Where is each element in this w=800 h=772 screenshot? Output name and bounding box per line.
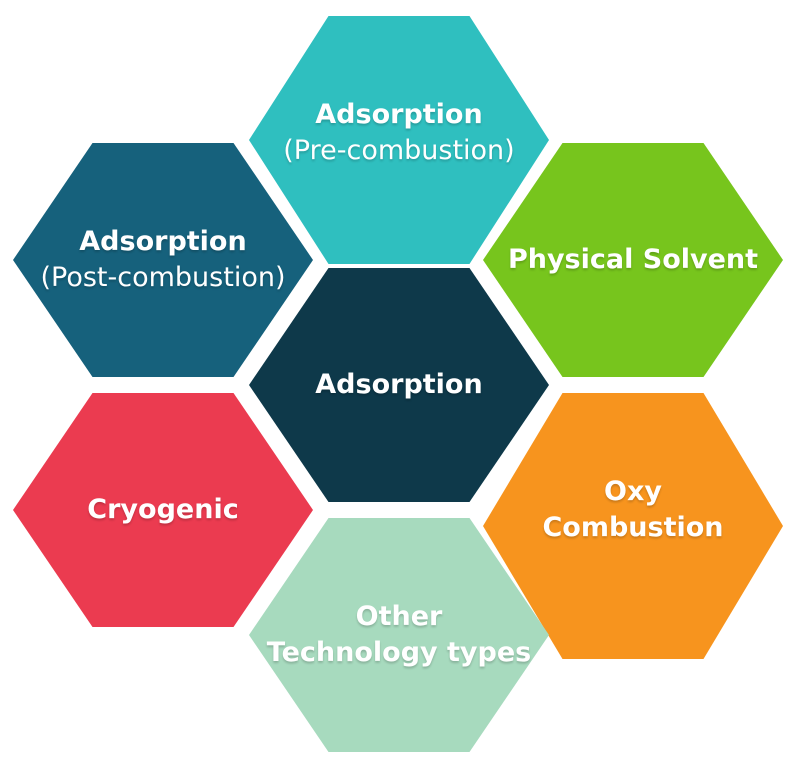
hexagon-subtitle: Combustion (542, 512, 724, 543)
hexagon-subtitle: (Pre-combustion) (283, 135, 515, 166)
hexagon-cryogenic: Cryogenic (13, 393, 313, 627)
hexagon-title: Oxy (604, 476, 662, 507)
hexagon-title: Cryogenic (87, 494, 239, 525)
hexagon-physical-solvent: Physical Solvent (483, 143, 783, 377)
hexagon-subtitle: (Post-combustion) (40, 262, 286, 293)
hexagon-title: Physical Solvent (507, 244, 759, 275)
hexagon-subtitle: Technology types (266, 637, 532, 668)
hexagon-adsorption-post-combustion: Adsorption (Post-combustion) (13, 143, 313, 377)
hexagon-title: Adsorption (79, 226, 247, 257)
hexagon-title: Adsorption (315, 99, 483, 130)
hexagon-title: Adsorption (315, 369, 483, 400)
hexagon-title: Other (355, 601, 443, 632)
hexagon-adsorption-pre-combustion: Adsorption (Pre-combustion) (249, 16, 549, 264)
hexagon-adsorption: Adsorption (249, 268, 549, 502)
